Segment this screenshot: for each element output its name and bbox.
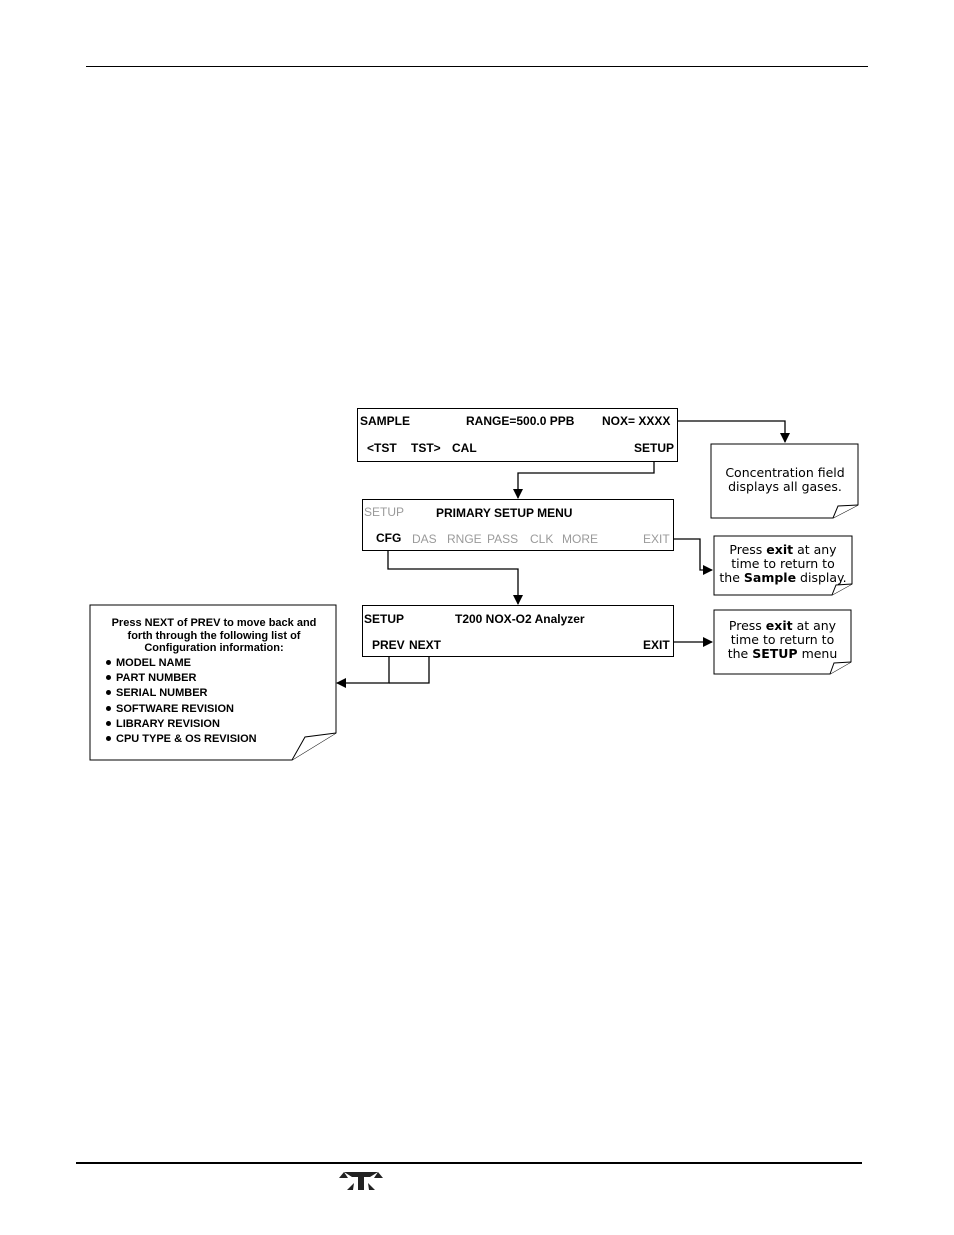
setup-button[interactable]: SETUP [634, 441, 675, 455]
header-rule [86, 66, 868, 67]
list-item: CPU TYPE & OS REVISION [106, 732, 257, 747]
list-item: MODEL NAME [106, 656, 257, 671]
exit-key-label: exit [765, 618, 793, 633]
arrow-conc-to-note [677, 420, 790, 443]
primary-setup-title: PRIMARY SETUP MENU [436, 506, 573, 520]
pass-button[interactable]: PASS [487, 532, 519, 546]
cfg-exit-button[interactable]: EXIT [643, 638, 670, 652]
cal-button[interactable]: CAL [452, 441, 477, 455]
teledyne-logo-icon [339, 1172, 383, 1190]
bullet-icon [106, 690, 111, 696]
exit-setup-note: Press exit at any time to return to the … [727, 618, 838, 661]
cfg-analyzer-title: T200 NOX-O2 Analyzer [455, 612, 585, 626]
cfg-mode-label: SETUP [364, 612, 405, 626]
clk-button[interactable]: CLK [530, 532, 554, 546]
tst-prev-button[interactable]: <TST [367, 441, 397, 455]
arrow-prevnext-to-list [336, 655, 390, 688]
cfg-button[interactable]: CFG [376, 531, 402, 545]
bullet-icon [106, 660, 111, 665]
sample-range-label: RANGE=500.0 PPB [466, 414, 575, 428]
bullet-icon [106, 675, 111, 681]
primary-setup-panel: SETUP PRIMARY SETUP MENU CFG DAS RNGE PA… [362, 499, 674, 551]
exit-sample-note: Press exit at any time to return to the … [719, 542, 847, 585]
sample-mode-label: SAMPLE [360, 414, 411, 428]
rnge-button[interactable]: RNGE [447, 532, 482, 546]
list-item: PART NUMBER [106, 671, 257, 686]
prev-button[interactable]: PREV [372, 638, 405, 652]
config-list-instructions: Press NEXT of PREV to move back and fort… [111, 617, 317, 654]
concentration-note: Concentration field displays all gases. [715, 466, 855, 494]
primary-setup-mode-label: SETUP [364, 505, 405, 519]
next-button[interactable]: NEXT [409, 638, 442, 652]
config-info-list: MODEL NAME PART NUMBER SERIAL NUMBER SOF… [106, 656, 257, 747]
arrow-setup-to-menu [513, 461, 655, 499]
more-button[interactable]: MORE [562, 532, 598, 546]
cfg-display-panel: SETUP T200 NOX-O2 Analyzer PREV NEXT EXI… [362, 605, 674, 657]
list-item: LIBRARY REVISION [106, 717, 257, 732]
list-item: SERIAL NUMBER [106, 686, 257, 701]
bullet-icon [106, 705, 111, 711]
arrow-exit-to-sample-note [672, 538, 713, 575]
exit-key-label: exit [766, 542, 794, 557]
footer-rule [76, 1162, 862, 1164]
arrow-cfg-to-panel [387, 547, 523, 605]
concentration-note-line2: displays all gases. [728, 479, 842, 494]
tst-next-button[interactable]: TST> [411, 441, 441, 455]
primary-exit-button[interactable]: EXIT [643, 532, 670, 546]
sample-display-panel: SAMPLE RANGE=500.0 PPB NOX= XXXX <TST TS… [357, 408, 678, 462]
concentration-note-line1: Concentration field [725, 465, 845, 480]
list-item: SOFTWARE REVISION [106, 702, 257, 717]
das-button[interactable]: DAS [412, 532, 437, 546]
bullet-icon [106, 736, 111, 742]
sample-concentration-field: NOX= XXXX [602, 414, 671, 428]
bullet-icon [106, 720, 111, 726]
bracket-next [389, 655, 430, 684]
